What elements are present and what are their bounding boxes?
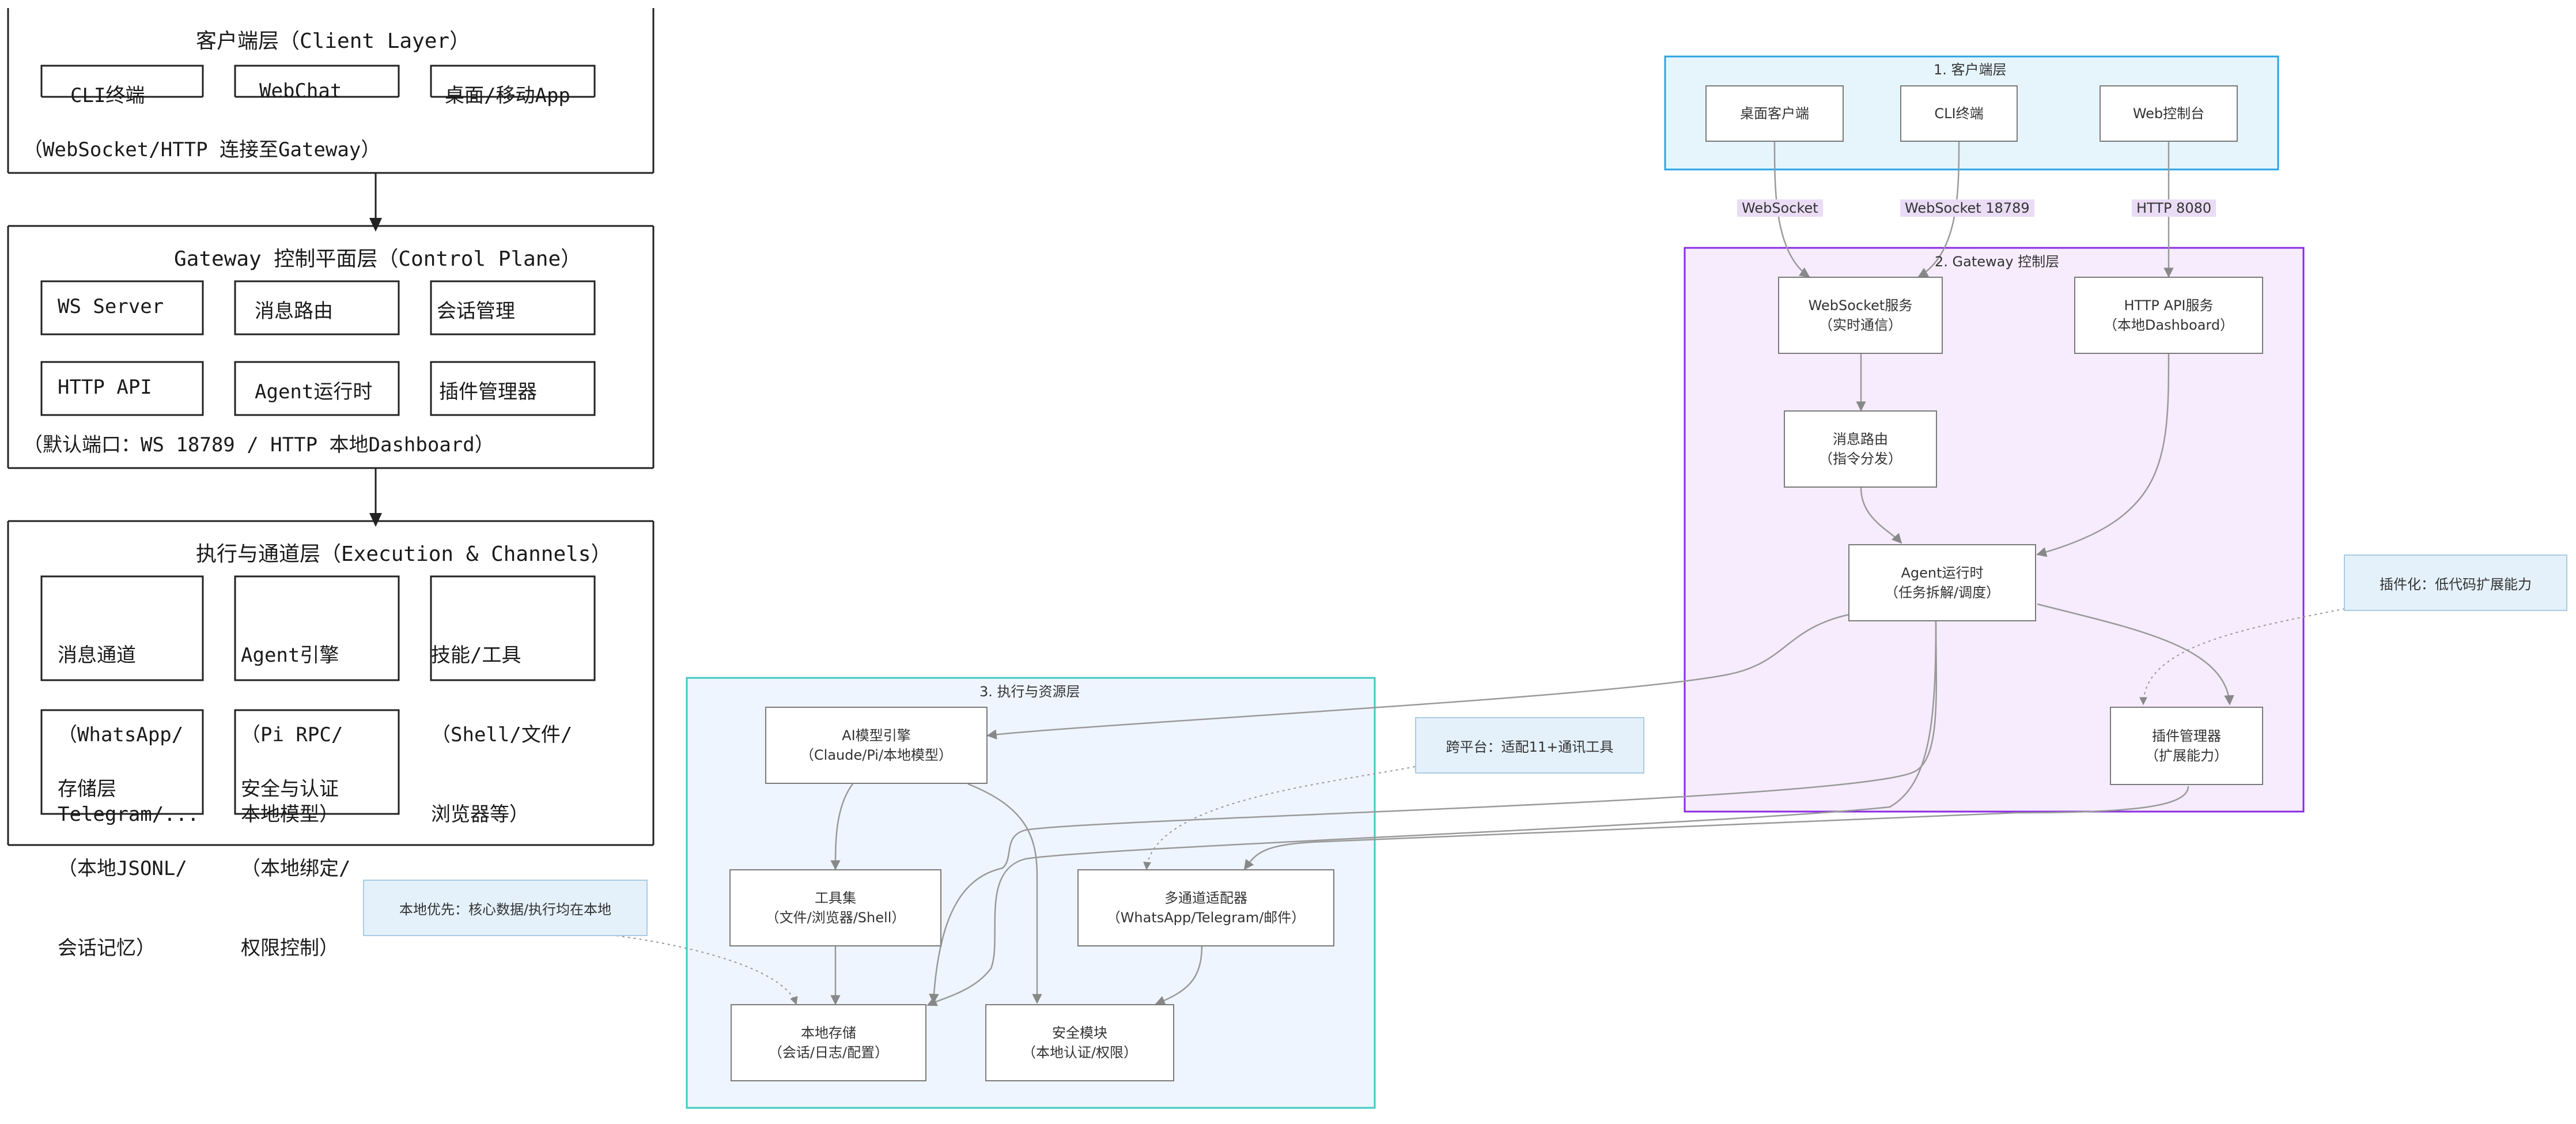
exec-item-security: 安全与认证 （本地绑定/ 权限控制） [241, 778, 351, 960]
client-item-app: 桌面/移动App [445, 84, 570, 107]
subgraph-title-exec: 3. 执行与资源层 [979, 684, 1080, 700]
node-security-module: 安全模块 （本地认证/权限） [985, 1004, 1174, 1081]
edge-note-local-first [610, 934, 798, 1005]
gateway-item-session-mgmt: 会话管理 [437, 300, 515, 323]
client-item-webchat: WebChat [259, 80, 342, 103]
edge-agent-to-ai-engine [986, 613, 1850, 740]
edge-cli-to-websocket [1917, 141, 1960, 278]
client-layer-note: （WebSocket/HTTP 连接至Gateway） [23, 138, 381, 161]
edge-agent-to-security [929, 621, 1938, 1004]
exec-item-skills-tools: 技能/工具 （Shell/文件/ 浏览器等） [431, 644, 573, 826]
gateway-item-ws-server: WS Server [58, 295, 164, 318]
note-cross-platform: 跨平台：适配11+通讯工具 [1415, 717, 1644, 774]
edge-router-to-agent [1860, 487, 1902, 544]
gateway-item-agent-runtime: Agent运行时 [255, 380, 373, 403]
client-layer-title: 客户端层（Client Layer） [196, 29, 471, 53]
edge-note-plugin [2139, 608, 2346, 706]
gateway-item-message-routing: 消息路由 [255, 300, 333, 323]
note-plugin: 插件化：低代码扩展能力 [2344, 555, 2567, 611]
gateway-item-plugin-manager: 插件管理器 [439, 380, 537, 403]
node-multichannel-adapter: 多通道适配器 （WhatsApp/Telegram/邮件） [1077, 869, 1334, 946]
subgraph-title-client: 1. 客户端层 [1934, 62, 2007, 78]
node-plugin-manager: 插件管理器 （扩展能力） [2110, 707, 2263, 785]
subgraph-title-gateway: 2. Gateway 控制层 [1935, 254, 2060, 270]
exec-item-agent-engine: Agent引擎 （Pi RPC/ 本地模型） [241, 644, 343, 826]
gateway-layer-title: Gateway 控制平面层（Control Plane） [174, 247, 582, 271]
note-local-first: 本地优先：核心数据/执行均在本地 [363, 880, 648, 936]
execution-layer-title: 执行与通道层（Execution & Channels） [196, 542, 612, 566]
edge-label-websocket: WebSocket [1737, 199, 1823, 217]
edge-note-cross-platform [1143, 766, 1416, 870]
edge-http-api-to-agent [2036, 353, 2170, 557]
exec-item-storage: 存储层 （本地JSONL/ 会话记忆） [58, 778, 187, 960]
node-local-storage: 本地存储 （会话/日志/配置） [731, 1004, 926, 1081]
node-message-router: 消息路由 （指令分发） [1784, 410, 1937, 488]
node-http-api-service: HTTP API服务 （本地Dashboard） [2074, 277, 2263, 354]
client-item-cli: CLI终端 [70, 84, 145, 107]
edge-plugin-to-adapter [1243, 786, 2189, 870]
node-agent-runtime: Agent运行时 （任务拆解/调度） [1848, 544, 2036, 621]
edge-ai-engine-to-security-direct [967, 783, 1042, 1004]
edge-adapter-to-security [1155, 945, 1203, 1006]
node-ai-model-engine: AI模型引擎 （Claude/Pi/本地模型） [765, 707, 988, 784]
edge-ai-engine-to-toolset [830, 783, 854, 870]
node-cli-terminal: CLI终端 [1900, 85, 2018, 142]
gateway-layer-note: （默认端口：WS 18789 / HTTP 本地Dashboard） [23, 433, 494, 457]
edge-desktop-to-websocket [1773, 141, 1810, 278]
edge-agent-to-storage [926, 621, 1937, 1006]
node-web-console: Web控制台 [2100, 85, 2238, 142]
node-desktop-client: 桌面客户端 [1705, 85, 1844, 142]
node-toolset: 工具集 （文件/浏览器/Shell） [729, 869, 941, 946]
edge-label-http-8080: HTTP 8080 [2132, 199, 2216, 217]
edge-agent-to-plugin [2037, 603, 2234, 706]
edge-label-websocket-18789: WebSocket 18789 [1900, 199, 2034, 217]
node-websocket-service: WebSocket服务 （实时通信） [1778, 277, 1943, 354]
gateway-item-http-api: HTTP API [58, 376, 152, 399]
exec-item-message-channel: 消息通道 （WhatsApp/ Telegram/... [58, 644, 199, 826]
